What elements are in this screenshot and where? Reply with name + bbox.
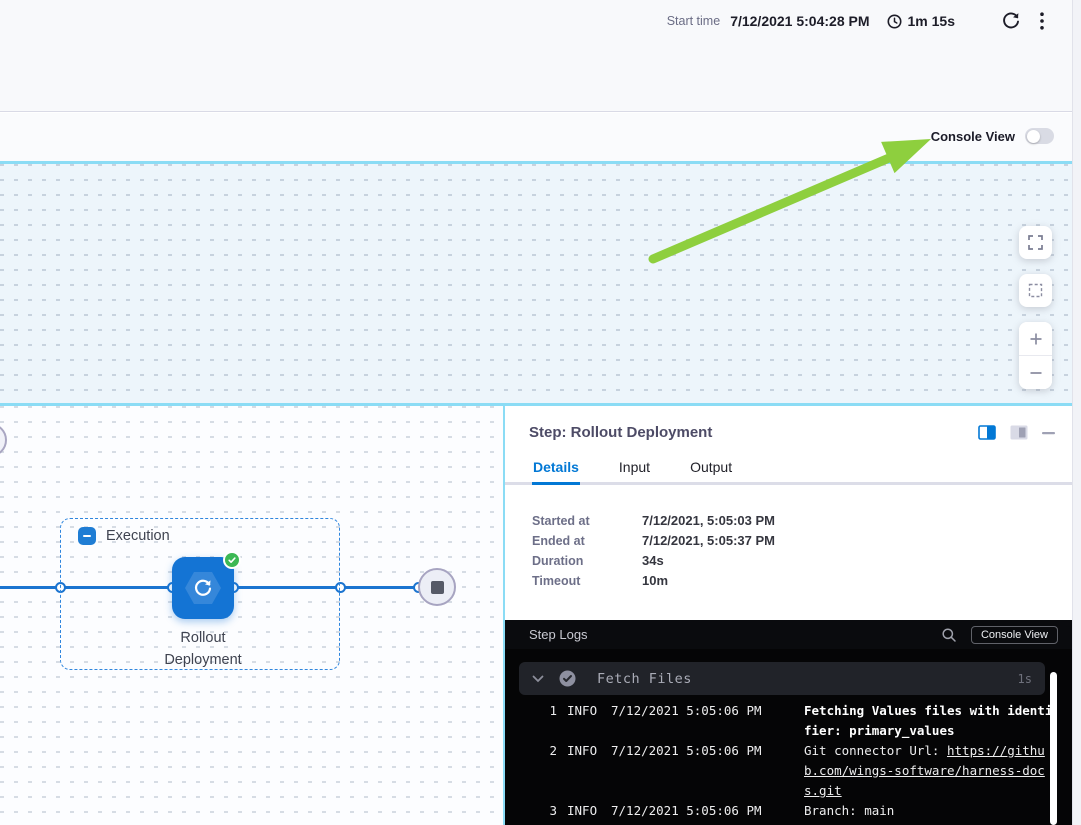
log-level: INFO bbox=[567, 803, 598, 818]
tab-input[interactable]: Input bbox=[618, 459, 651, 482]
detail-value: 7/12/2021, 5:05:37 PM bbox=[642, 533, 775, 548]
stop-icon bbox=[430, 580, 444, 594]
logs-scrollbar-thumb[interactable] bbox=[1050, 672, 1057, 825]
log-timestamp: 7/12/2021 5:05:06 PM bbox=[611, 703, 762, 718]
clock-icon bbox=[887, 14, 902, 28]
fit-selection-icon bbox=[1028, 283, 1043, 298]
refresh-button[interactable] bbox=[999, 9, 1023, 33]
more-options-button[interactable] bbox=[1037, 9, 1047, 33]
step-graph-canvas[interactable]: Execution Rollout Deployment bbox=[0, 406, 503, 825]
log-line: 3 INFO 7/12/2021 5:05:06 PM Branch: main bbox=[519, 801, 1045, 821]
console-view-label: Console View bbox=[930, 128, 1015, 144]
minus-icon bbox=[83, 535, 91, 537]
execution-group: Execution bbox=[60, 518, 340, 670]
start-time-label: Start time bbox=[666, 14, 721, 28]
zoom-out-button[interactable] bbox=[1019, 356, 1052, 389]
log-rows: 1 INFO 7/12/2021 5:05:06 PM Fetching Val… bbox=[519, 695, 1052, 821]
plus-icon bbox=[1030, 333, 1041, 344]
page-scrollbar-track[interactable] bbox=[1072, 0, 1081, 825]
log-line-number: 3 bbox=[549, 803, 557, 818]
tab-output[interactable]: Output bbox=[689, 459, 733, 482]
success-badge bbox=[223, 551, 241, 569]
details-table: Started at 7/12/2021, 5:05:03 PM Ended a… bbox=[505, 485, 1072, 591]
fullscreen-icon bbox=[1028, 235, 1043, 250]
step-success-icon bbox=[559, 670, 576, 687]
detail-value: 10m bbox=[642, 573, 669, 588]
step-logs-header: Step Logs Console View bbox=[505, 620, 1072, 649]
detail-label: Ended at bbox=[532, 534, 585, 548]
detail-label: Timeout bbox=[532, 574, 581, 588]
toggle-knob bbox=[1026, 129, 1040, 143]
log-line: 1 INFO 7/12/2021 5:05:06 PM Fetching Val… bbox=[519, 701, 1052, 741]
log-timestamp: 7/12/2021 5:05:06 PM bbox=[611, 803, 762, 818]
minus-icon bbox=[1030, 371, 1041, 374]
refresh-icon bbox=[1003, 12, 1019, 29]
rollout-refresh-icon bbox=[195, 579, 212, 596]
console-view-toggle[interactable] bbox=[1025, 128, 1054, 144]
log-message: Branch: main bbox=[804, 803, 895, 818]
chevron-down-icon bbox=[532, 675, 544, 683]
fullscreen-button[interactable] bbox=[1019, 226, 1052, 259]
logs-body: Fetch Files 1s 1 INFO 7/12/2021 5:05:06 … bbox=[505, 649, 1072, 825]
detail-value: 7/12/2021, 5:05:03 PM bbox=[642, 513, 775, 528]
detail-label: Started at bbox=[532, 514, 590, 528]
detail-value: 34s bbox=[642, 553, 664, 568]
node-caption-line2: Deployment bbox=[164, 652, 242, 668]
panel-layout-icon[interactable] bbox=[1010, 425, 1028, 440]
log-group-duration: 1s bbox=[1017, 671, 1032, 686]
panel-tabs: Details Input Output bbox=[505, 449, 1072, 485]
log-line-number: 2 bbox=[549, 743, 557, 758]
log-level: INFO bbox=[567, 703, 598, 718]
step-details-panel: Step: Rollout Deployment Details Input O… bbox=[503, 406, 1072, 825]
execution-meta: Start time 7/12/2021 5:04:28 PM 1m 15s bbox=[667, 9, 1047, 33]
canvas-controls bbox=[1019, 226, 1052, 389]
zoom-divider bbox=[1019, 355, 1052, 356]
search-icon[interactable] bbox=[941, 627, 957, 643]
panel-title: Step: Rollout Deployment bbox=[529, 424, 713, 441]
kebab-icon bbox=[1040, 12, 1044, 30]
log-line: 2 INFO 7/12/2021 5:05:06 PM Git connecto… bbox=[519, 741, 1045, 801]
log-timestamp: 7/12/2021 5:05:06 PM bbox=[611, 743, 762, 758]
split-view-right-icon[interactable] bbox=[978, 425, 996, 440]
top-header: Start time 7/12/2021 5:04:28 PM 1m 15s bbox=[0, 0, 1081, 112]
log-level: INFO bbox=[567, 743, 598, 758]
fit-to-screen-button[interactable] bbox=[1019, 274, 1052, 307]
bottom-section: Execution Rollout Deployment Step: R bbox=[0, 403, 1081, 825]
node-caption-line1: Rollout bbox=[180, 630, 226, 646]
logs-console-view-button[interactable]: Console View bbox=[970, 625, 1058, 644]
log-message: Git connector Url: https://github.com/wi… bbox=[804, 741, 1052, 801]
stage-graph-canvas[interactable] bbox=[0, 161, 1081, 403]
log-message-prefix: Git connector Url: bbox=[804, 743, 947, 758]
log-message: Fetching Values files with identifier: p… bbox=[804, 703, 1053, 738]
step-logs-section: Step Logs Console View bbox=[505, 620, 1072, 825]
offscreen-node bbox=[0, 423, 7, 457]
node-caption: Rollout Deployment bbox=[133, 627, 273, 671]
edge-connector bbox=[334, 581, 346, 593]
check-icon bbox=[228, 557, 236, 563]
minimize-panel-icon[interactable] bbox=[1042, 431, 1056, 435]
zoom-controls bbox=[1019, 322, 1052, 389]
detail-label: Duration bbox=[532, 554, 584, 568]
log-group-title: Fetch Files bbox=[597, 670, 692, 687]
collapse-group-button[interactable] bbox=[78, 527, 96, 545]
execution-group-label: Execution bbox=[106, 528, 170, 544]
elapsed-value: 1m 15s bbox=[907, 13, 955, 29]
log-line-number: 1 bbox=[549, 703, 557, 718]
start-time-value: 7/12/2021 5:04:28 PM bbox=[730, 13, 870, 29]
zoom-in-button[interactable] bbox=[1019, 322, 1052, 355]
step-logs-title: Step Logs bbox=[529, 627, 588, 642]
elapsed-time: 1m 15s bbox=[886, 13, 955, 30]
tab-details[interactable]: Details bbox=[532, 459, 580, 485]
pipeline-end-node[interactable] bbox=[418, 568, 456, 606]
git-connector-link[interactable]: https://github.com/wings-software/harnes… bbox=[804, 743, 1045, 798]
hexagon-backdrop bbox=[185, 572, 221, 604]
log-group-fetch-files[interactable]: Fetch Files 1s bbox=[519, 662, 1045, 695]
console-view-strip: Console View bbox=[0, 113, 1081, 161]
rollout-deployment-node[interactable] bbox=[172, 557, 234, 619]
